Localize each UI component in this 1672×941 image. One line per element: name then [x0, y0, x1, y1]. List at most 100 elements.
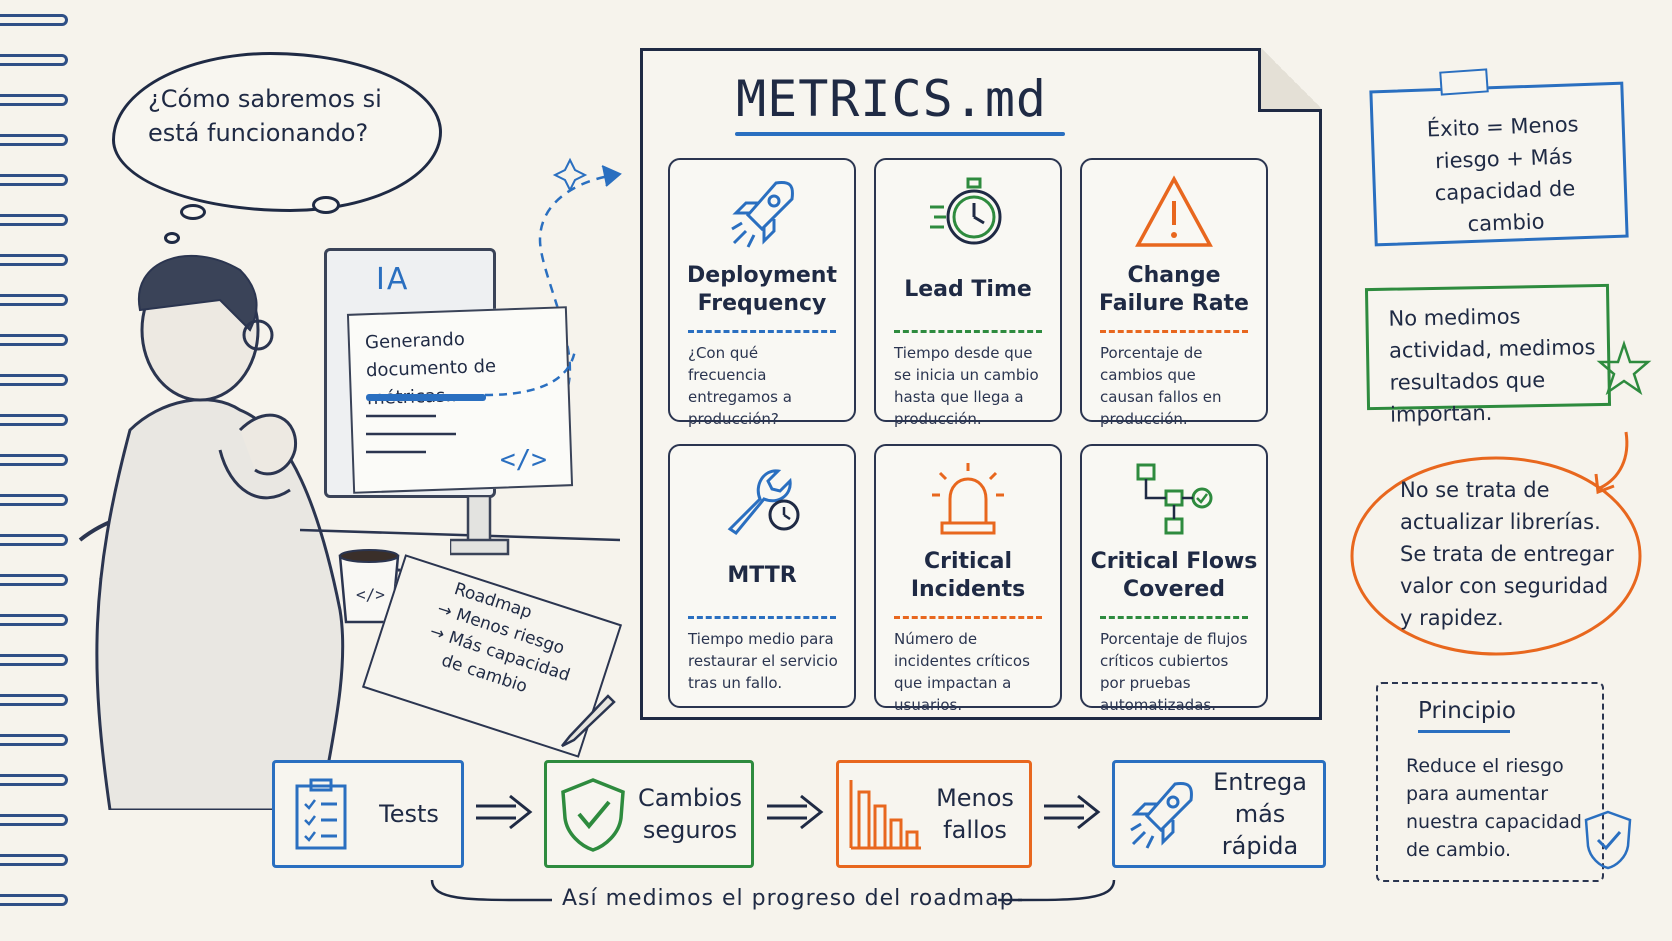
flow-arrow-icon	[767, 794, 824, 830]
flow-step-label: Tests	[379, 800, 439, 828]
results-note-text: No medimos actividad, medimos resultados…	[1388, 304, 1596, 427]
document-lines: </>	[366, 394, 547, 475]
spiral-ring	[0, 334, 68, 346]
thought-bubble-text: ¿Cómo sabremos si está funcionando?	[148, 85, 382, 147]
success-note-text: Éxito = Menos riesgo + Más capacidad de …	[1426, 112, 1579, 237]
success-note: Éxito = Menos riesgo + Más capacidad de …	[1369, 81, 1629, 247]
spiral-ring	[0, 814, 68, 826]
metric-card: Critical Flows Covered Porcentaje de flu…	[1080, 444, 1268, 714]
metric-card-description: Porcentaje de flujos críticos cubiertos …	[1100, 630, 1248, 714]
spiral-ring	[0, 294, 68, 306]
metric-card: Lead Time Tiempo desde que se inicia un …	[874, 158, 1062, 428]
spiral-ring	[0, 614, 68, 626]
metric-card-title: Critical Flows Covered	[1090, 549, 1258, 602]
thought-dot	[180, 204, 206, 220]
spiral-ring	[0, 174, 68, 186]
metric-card-title: Critical Incidents	[910, 549, 1026, 602]
dashed-connector	[484, 349, 577, 397]
bar-chart-icon	[843, 774, 927, 854]
metric-card-description: ¿Con qué frecuencia entregamos a producc…	[688, 344, 792, 428]
pen-icon	[561, 694, 616, 748]
code-icon: </>	[500, 445, 547, 475]
metric-card: MTTR Tiempo medio para restaurar el serv…	[668, 444, 856, 708]
metric-card-title: MTTR	[727, 563, 797, 588]
desk-edge	[300, 528, 620, 542]
wrench-clock-icon	[670, 460, 854, 538]
spiral-ring	[0, 734, 68, 746]
metric-card-divider	[688, 330, 836, 333]
flow-step: Tests	[272, 760, 464, 868]
metric-card-divider	[894, 330, 1042, 333]
metric-card-description: Porcentaje de cambios que causan fallos …	[1100, 344, 1222, 428]
spiral-ring	[0, 414, 68, 426]
rocket-icon	[670, 174, 854, 252]
spiral-ring	[0, 694, 68, 706]
board-title: METRICS.md	[736, 70, 1048, 128]
spiral-ring	[0, 854, 68, 866]
metric-card: Change Failure Rate Porcentaje de cambio…	[1080, 158, 1268, 428]
metric-card-divider	[894, 616, 1042, 619]
metric-card-description: Tiempo desde que se inicia un cambio has…	[894, 344, 1039, 428]
tape-strip	[1439, 68, 1489, 96]
spiral-ring	[0, 14, 68, 26]
flowchart-icon	[1082, 460, 1266, 538]
flow-step-label: Entrega más rápida	[1213, 768, 1307, 860]
value-note-circle	[1350, 456, 1642, 656]
thought-dot	[312, 196, 340, 214]
thought-dot	[164, 232, 180, 244]
spiral-ring	[0, 654, 68, 666]
results-note: No medimos actividad, medimos resultados…	[1364, 283, 1612, 427]
clipboard-icon	[279, 774, 363, 854]
mug-label: </>	[356, 585, 385, 604]
metric-card: Critical Incidents Número de incidentes …	[874, 444, 1062, 714]
shield-check-icon	[1584, 810, 1632, 870]
thought-bubble	[112, 52, 442, 212]
spiral-ring	[0, 574, 68, 586]
spiral-ring	[0, 774, 68, 786]
board-title-underline	[735, 132, 1065, 136]
spiral-ring	[0, 454, 68, 466]
metric-card-description: Tiempo medio para restaurar el servicio …	[688, 630, 838, 692]
spiral-ring	[0, 134, 68, 146]
orange-arrow-icon	[1594, 431, 1629, 495]
sparkle-icon	[552, 157, 588, 193]
principle-text: Reduce el riesgo para aumentar nuestra c…	[1406, 755, 1582, 861]
spiral-ring	[0, 214, 68, 226]
flow-step: Entrega más rápida	[1112, 760, 1326, 868]
star-icon	[1596, 340, 1652, 396]
metric-card-description: Número de incidentes críticos que impact…	[894, 630, 1030, 714]
flow-arrow-icon	[476, 794, 533, 830]
person-sketch	[78, 255, 345, 810]
metric-card-title: Deployment Frequency	[687, 263, 837, 316]
metric-card-title: Lead Time	[904, 277, 1032, 302]
spiral-ring	[0, 254, 68, 266]
flow-step-label: Cambios seguros	[638, 784, 742, 844]
metric-card-divider	[1100, 330, 1248, 333]
principle-title: Principio	[1418, 698, 1516, 724]
principle-note: Principio Reduce el riesgo para aumentar…	[1376, 682, 1604, 882]
dashed-arrow-to-board	[538, 157, 622, 414]
flow-step: Menos fallos	[836, 760, 1032, 868]
metric-card-divider	[1100, 616, 1248, 619]
metric-card-title: Change Failure Rate	[1099, 263, 1249, 316]
spiral-ring	[0, 494, 68, 506]
monitor-stand	[450, 496, 510, 556]
metric-card: Deployment Frequency ¿Con qué frecuencia…	[668, 158, 856, 428]
alarm-icon	[876, 460, 1060, 538]
shield-check-icon	[551, 774, 635, 854]
footer-caption: Así medimos el progreso del roadmap	[562, 886, 1015, 911]
flow-step-label: Menos fallos	[936, 784, 1014, 844]
spiral-ring	[0, 894, 68, 906]
value-note-text: No se trata de actualizar librerías. Se …	[1400, 478, 1614, 630]
flow-step: Cambios seguros	[544, 760, 754, 868]
metric-card-divider	[688, 616, 836, 619]
spiral-ring	[0, 534, 68, 546]
spiral-binding	[0, 14, 70, 934]
ia-label: IA	[376, 262, 410, 297]
warning-icon	[1082, 174, 1266, 252]
spiral-ring	[0, 54, 68, 66]
principle-underline	[1418, 730, 1510, 733]
rocket-icon	[1119, 774, 1203, 854]
footer-brace	[430, 879, 1116, 902]
flow-arrow-icon	[1044, 794, 1101, 830]
